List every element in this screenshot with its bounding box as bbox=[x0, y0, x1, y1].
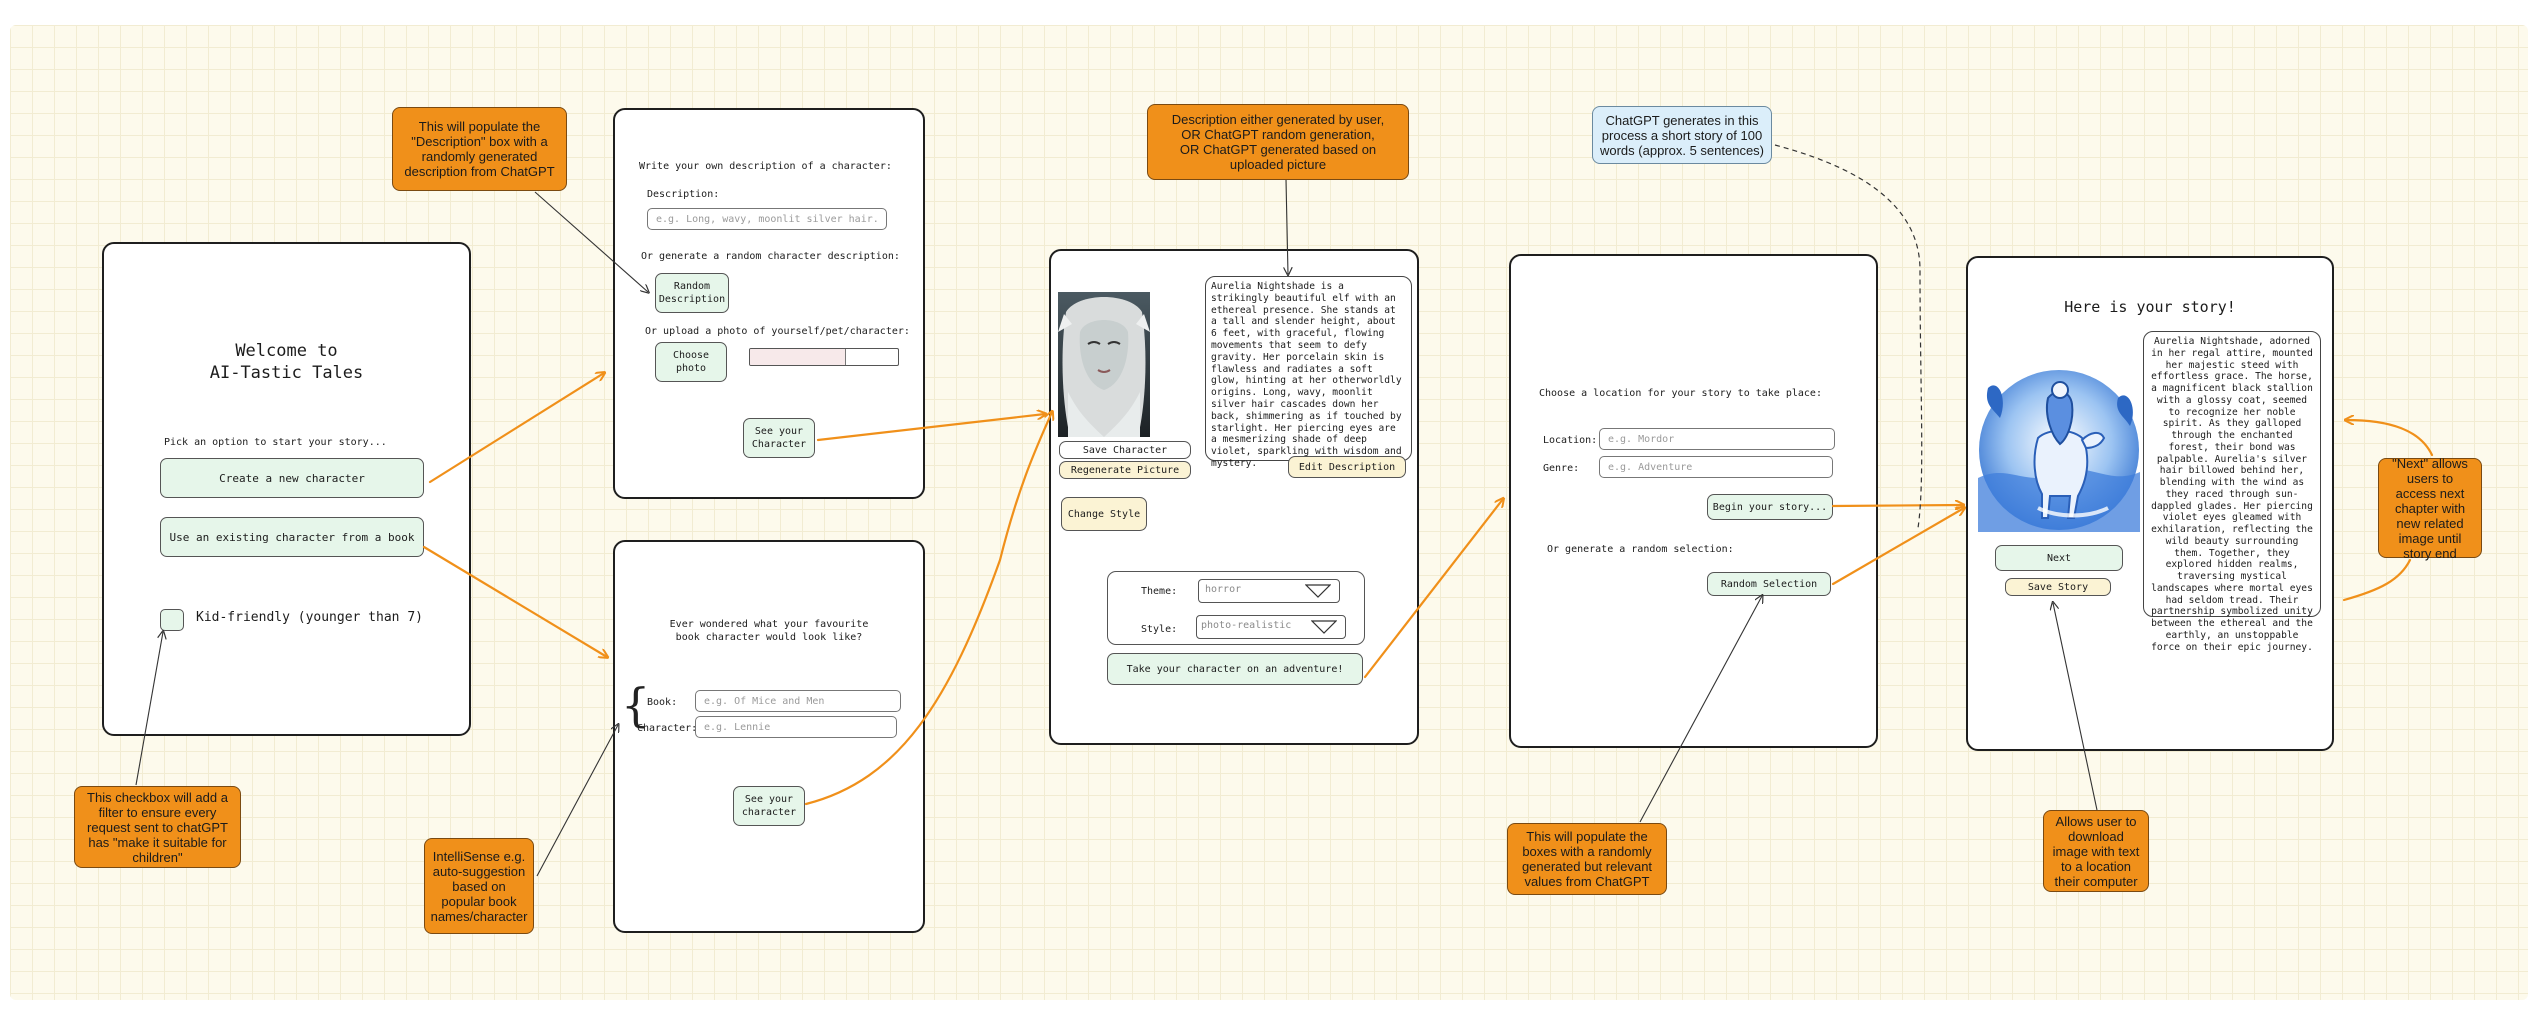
description-label: Description: bbox=[647, 189, 720, 200]
create-character-button[interactable]: Create a new character bbox=[160, 458, 424, 498]
book-label: Book: bbox=[647, 697, 678, 708]
adventure-button[interactable]: Take your character on an adventure! bbox=[1107, 653, 1363, 685]
random-description-button[interactable]: Random Description bbox=[655, 273, 729, 313]
story-title: Here is your story! bbox=[2064, 298, 2236, 316]
genre-input[interactable] bbox=[1599, 456, 1833, 478]
character-result-screen: Aurelia Nightshade is a strikingly beaut… bbox=[1049, 249, 1419, 745]
create-character-screen: Write your own description of a characte… bbox=[613, 108, 925, 499]
style-value: photo-realistic bbox=[1201, 620, 1292, 631]
existing-character-button[interactable]: Use an existing character from a book bbox=[160, 517, 424, 557]
location-heading: Choose a location for your story to take… bbox=[1539, 388, 1822, 399]
note-description-source: Description either generated by user, OR… bbox=[1147, 104, 1409, 180]
kid-friendly-checkbox[interactable] bbox=[160, 609, 184, 631]
style-label: Style: bbox=[1141, 624, 1178, 635]
see-character-button[interactable]: See your Character bbox=[743, 418, 815, 458]
character-description: Aurelia Nightshade is a strikingly beaut… bbox=[1205, 276, 1412, 469]
note-chatgpt-story: ChatGPT generates in this process a shor… bbox=[1592, 106, 1772, 164]
book-character-heading: Ever wondered what your favourite book c… bbox=[669, 619, 869, 643]
theme-label: Theme: bbox=[1141, 586, 1178, 597]
story-text: Aurelia Nightshade, adorned in her regal… bbox=[2143, 331, 2321, 653]
random-description-heading: Or generate a random character descripti… bbox=[641, 251, 900, 262]
note-download: Allows user to download image with text … bbox=[2043, 810, 2149, 892]
edit-description-button[interactable]: Edit Description bbox=[1288, 456, 1406, 478]
character-input[interactable] bbox=[695, 716, 897, 738]
note-next-chapter: "Next" allows users to access next chapt… bbox=[2378, 456, 2482, 561]
random-selection-heading: Or generate a random selection: bbox=[1547, 544, 1734, 555]
welcome-screen: Welcome to AI-Tastic Tales Pick an optio… bbox=[102, 242, 471, 736]
theme-value: horror bbox=[1205, 584, 1242, 595]
save-story-button[interactable]: Save Story bbox=[2005, 578, 2111, 596]
story-screen: Here is your story! Aurelia Nightshade, … bbox=[1966, 256, 2334, 751]
change-style-button[interactable]: Change Style bbox=[1061, 497, 1147, 531]
next-button[interactable]: Next bbox=[1995, 545, 2123, 571]
note-random-selection: This will populate the boxes with a rand… bbox=[1507, 823, 1667, 895]
location-input[interactable] bbox=[1599, 428, 1835, 450]
regenerate-picture-button[interactable]: Regenerate Picture bbox=[1059, 461, 1191, 479]
note-intellisense: IntelliSense e.g. auto-suggestion based … bbox=[424, 838, 534, 934]
book-input[interactable] bbox=[695, 690, 901, 712]
brace-icon: { bbox=[621, 678, 651, 732]
note-kid-filter: This checkbox will add a filter to ensur… bbox=[74, 786, 241, 868]
character-label: Character: bbox=[637, 723, 698, 734]
save-character-button[interactable]: Save Character bbox=[1059, 441, 1191, 459]
see-character-button[interactable]: See your character bbox=[733, 786, 805, 826]
start-prompt: Pick an option to start your story... bbox=[164, 437, 387, 448]
description-input[interactable] bbox=[647, 208, 887, 230]
story-illustration bbox=[1978, 368, 2140, 532]
upload-progress-bar bbox=[749, 348, 899, 366]
genre-label: Genre: bbox=[1543, 463, 1580, 474]
chevron-down-icon bbox=[1305, 584, 1331, 598]
write-description-heading: Write your own description of a characte… bbox=[639, 161, 892, 172]
random-selection-button[interactable]: Random Selection bbox=[1707, 572, 1831, 596]
upload-photo-heading: Or upload a photo of yourself/pet/charac… bbox=[645, 326, 910, 337]
welcome-title: Welcome to AI-Tastic Tales bbox=[209, 341, 364, 383]
location-screen: Choose a location for your story to take… bbox=[1509, 254, 1878, 748]
note-random-description: This will populate the "Description" box… bbox=[392, 107, 567, 191]
style-select[interactable]: photo-realistic bbox=[1196, 615, 1346, 639]
choose-photo-button[interactable]: Choose photo bbox=[655, 342, 727, 382]
theme-select[interactable]: horror bbox=[1198, 579, 1340, 603]
location-label: Location: bbox=[1543, 435, 1598, 446]
begin-story-button[interactable]: Begin your story... bbox=[1707, 494, 1833, 520]
book-character-screen: Ever wondered what your favourite book c… bbox=[613, 540, 925, 933]
character-portrait bbox=[1058, 292, 1150, 437]
kid-friendly-label: Kid-friendly (younger than 7) bbox=[196, 610, 423, 625]
chevron-down-icon bbox=[1311, 620, 1337, 634]
